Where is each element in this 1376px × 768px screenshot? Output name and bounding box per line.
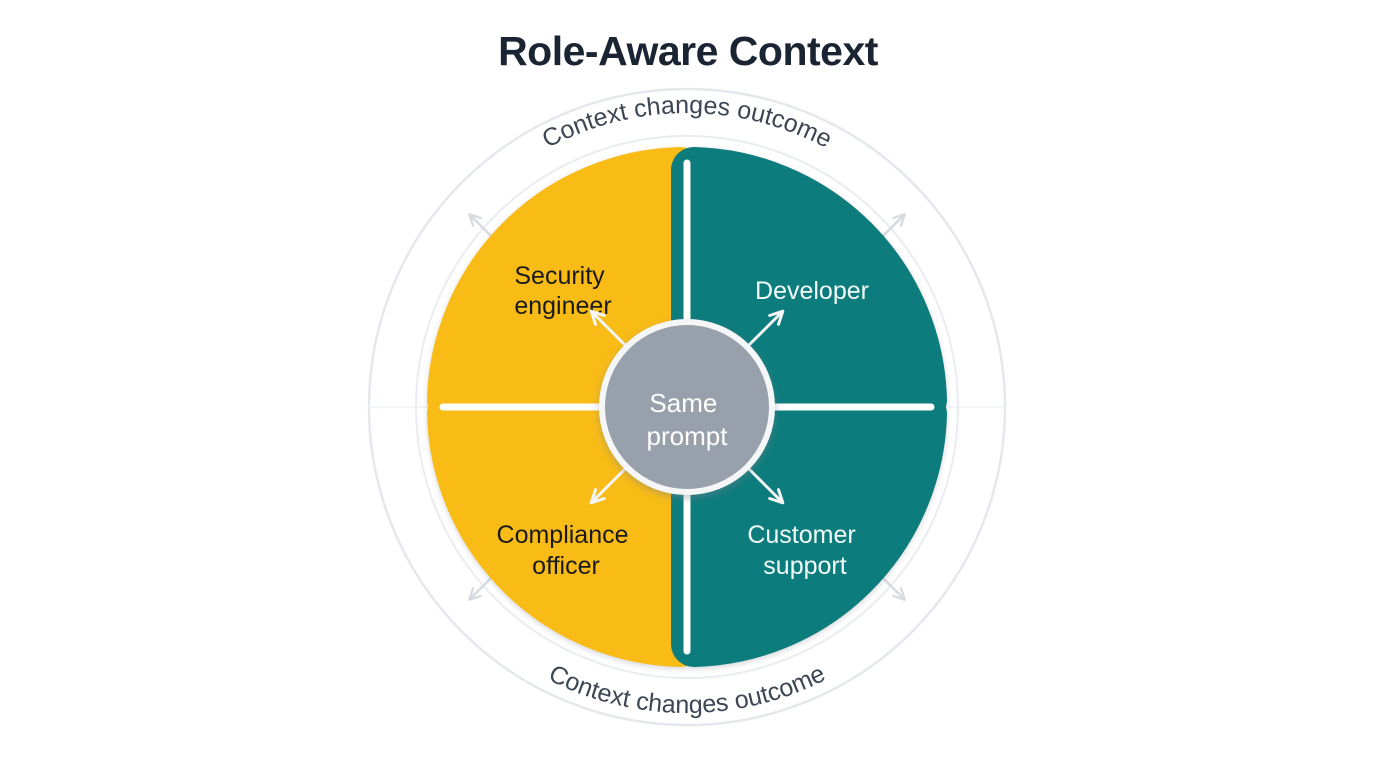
hub-arrow-bottom-right: [742, 462, 785, 505]
hub-circle[interactable]: [599, 319, 775, 495]
quadrant-label-top-left: Security engineer: [514, 262, 611, 320]
hub-arrow-bottom-left: [589, 462, 632, 505]
quadrant-label-bottom-right: Customer support: [747, 521, 862, 580]
hub-arrow-top-left: [589, 309, 632, 352]
quadrant-label-bottom-left: Compliance officer: [497, 521, 636, 580]
quadrant-label-top-right: Developer: [755, 277, 869, 305]
page-title: Role-Aware Context: [498, 28, 878, 74]
arc-caption-top-text: Context changes outcome: [538, 91, 837, 154]
hub-label: Same prompt: [647, 388, 729, 451]
hub-arrow-top-right: [742, 309, 785, 352]
